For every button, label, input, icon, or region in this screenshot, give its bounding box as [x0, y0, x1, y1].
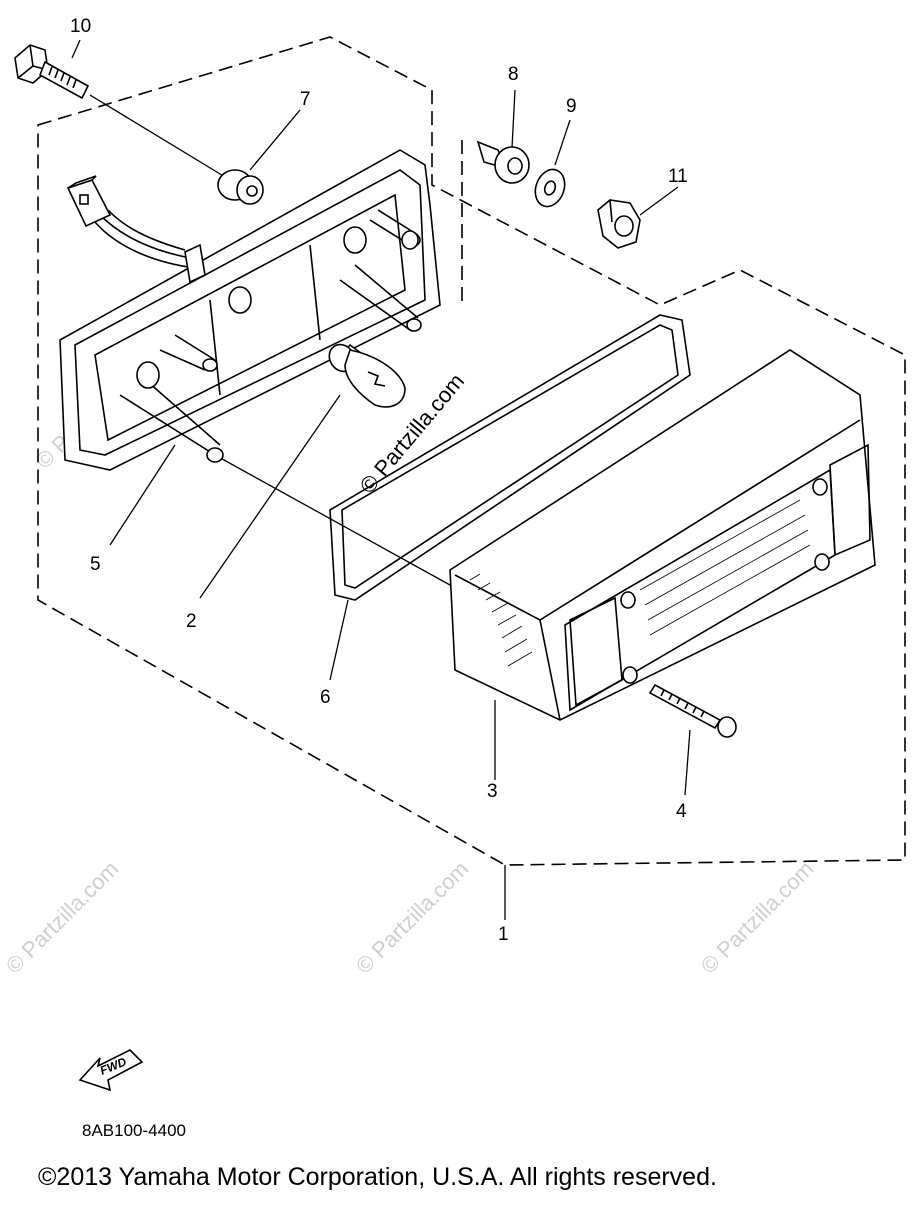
leader-lines — [71, 39, 691, 920]
collar-part-8 — [476, 140, 530, 184]
watermark-4: © Partzilla.com — [351, 856, 474, 979]
callout-2: 2 — [186, 611, 197, 632]
copyright-notice: ©2013 Yamaha Motor Corporation, U.S.A. A… — [38, 1163, 717, 1191]
callout-6: 6 — [320, 687, 331, 708]
callout-8: 8 — [508, 64, 519, 85]
watermark-5: © Partzilla.com — [696, 856, 819, 979]
grommet-part-7 — [217, 169, 264, 205]
bolt-part-10 — [14, 44, 90, 100]
nut-part-11 — [597, 199, 641, 249]
callout-4: 4 — [676, 801, 687, 822]
callout-10: 10 — [70, 16, 91, 37]
callout-7: 7 — [300, 89, 311, 110]
callout-9: 9 — [566, 96, 577, 117]
base-housing-part-5 — [59, 149, 441, 471]
callout-3: 3 — [487, 781, 498, 802]
callout-labels: 10 7 8 9 11 5 2 6 3 4 1 — [70, 16, 688, 945]
lens-part-3 — [449, 349, 876, 721]
callout-1: 1 — [498, 924, 509, 945]
gasket-part-6 — [329, 314, 691, 601]
callout-11: 11 — [668, 166, 688, 187]
bulb-part-2 — [328, 343, 406, 408]
callout-5: 5 — [90, 554, 101, 575]
washer-part-9 — [534, 168, 566, 208]
assembly-outline — [37, 36, 906, 866]
fwd-arrow-icon: FWD — [78, 1049, 144, 1092]
watermark-3: © Partzilla.com — [1, 856, 124, 979]
screw-part-4 — [648, 683, 737, 738]
diagram-code: 8AB100-4400 — [82, 1121, 186, 1140]
